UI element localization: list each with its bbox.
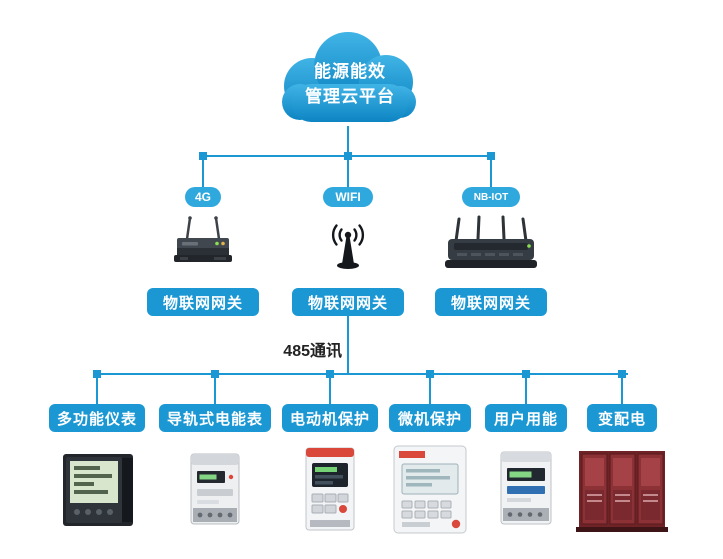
- cloud-title: 能源能效 管理云平台: [270, 28, 430, 130]
- gateway-button-wifi: 物联网网关: [292, 288, 404, 316]
- connector-to-motor-protection: [329, 375, 331, 404]
- bottom-bus-line: [96, 373, 628, 375]
- device-button-motor-protection: 电动机保护: [282, 404, 378, 432]
- cloud-platform: 能源能效 管理云平台: [270, 28, 430, 130]
- din-rail-meter-icon: [190, 453, 240, 525]
- microcomputer-protection-icon: [393, 445, 467, 534]
- junction-node: [426, 370, 434, 378]
- connector-to-nbiot: [490, 157, 492, 187]
- wifi-antenna-icon: [331, 224, 365, 269]
- connector-gateway-to-bottom-bus: [347, 316, 349, 374]
- junction-node: [199, 152, 207, 160]
- multifunction-meter-icon: [63, 454, 133, 526]
- 4g-router-icon: [174, 216, 232, 262]
- junction-node: [344, 152, 352, 160]
- connector-to-4g: [202, 157, 204, 187]
- bus-485-label: 485通讯: [283, 343, 342, 360]
- cloud-title-line2: 管理云平台: [305, 87, 395, 106]
- device-button-microcomputer-protection: 微机保护: [389, 404, 471, 432]
- connector-to-power-distribution: [621, 375, 623, 404]
- connector-to-din-rail-meter: [214, 375, 216, 404]
- nbiot-router-icon: [445, 215, 537, 268]
- user-energy-meter-icon: [500, 451, 552, 525]
- junction-node: [326, 370, 334, 378]
- connector-cloud-to-top-bus: [347, 126, 349, 156]
- gateway-button-4g: 物联网网关: [147, 288, 259, 316]
- badge-nbiot: NB-IOT: [462, 187, 520, 207]
- device-button-din-rail-meter: 导轨式电能表: [159, 404, 271, 432]
- cloud-icon: [282, 32, 416, 122]
- device-button-user-energy: 用户用能: [485, 404, 567, 432]
- connector-to-microcomputer-protection: [429, 375, 431, 404]
- motor-protection-icon: [305, 447, 355, 531]
- junction-node: [211, 370, 219, 378]
- junction-node: [487, 152, 495, 160]
- connector-to-multifunction-meter: [96, 375, 98, 404]
- cloud-title-line1: 能源能效: [314, 62, 386, 82]
- junction-node: [618, 370, 626, 378]
- badge-4g: 4G: [185, 187, 221, 207]
- junction-node: [522, 370, 530, 378]
- power-distribution-cabinet-icon: [576, 451, 668, 532]
- device-button-multifunction-meter: 多功能仪表: [49, 404, 145, 432]
- connector-to-user-energy: [525, 375, 527, 404]
- badge-wifi: WIFI: [323, 187, 373, 207]
- junction-node: [93, 370, 101, 378]
- device-button-power-distribution: 变配电: [587, 404, 657, 432]
- connector-to-wifi: [347, 157, 349, 187]
- gateway-button-nbiot: 物联网网关: [435, 288, 547, 316]
